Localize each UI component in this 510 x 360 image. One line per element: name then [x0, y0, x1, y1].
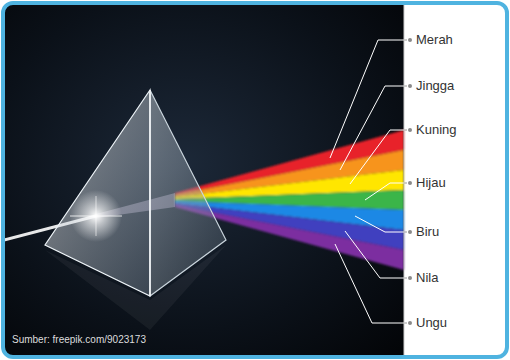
color-label: Biru: [416, 224, 439, 240]
leader-lines: [330, 40, 404, 323]
color-label: Jingga: [416, 78, 454, 94]
color-label: Ungu: [416, 315, 447, 331]
color-label: Kuning: [416, 122, 456, 138]
label-dots: [408, 38, 412, 325]
color-label: Nila: [416, 270, 438, 286]
color-label: Merah: [416, 32, 453, 48]
source-note: Sumber: freepik.com/9023173: [12, 334, 146, 346]
color-label: Hijau: [416, 175, 446, 191]
